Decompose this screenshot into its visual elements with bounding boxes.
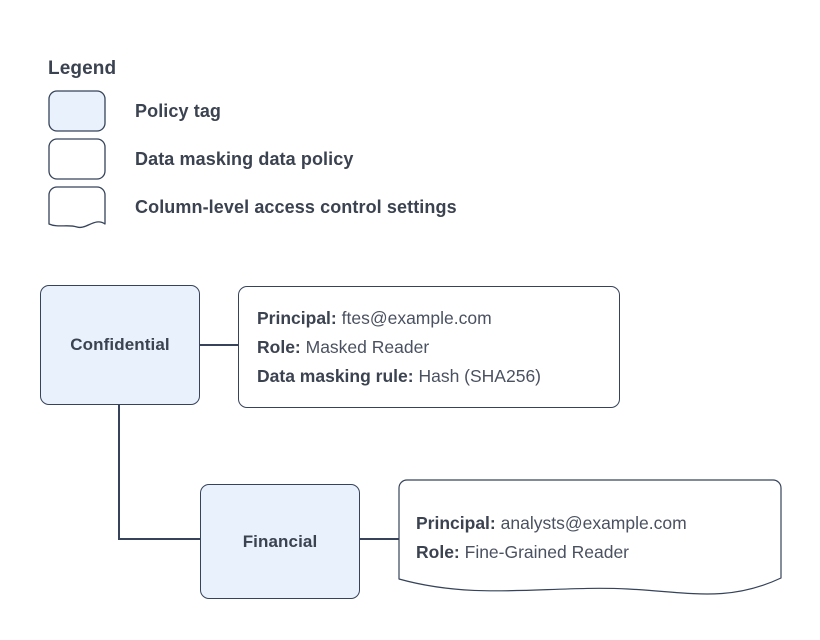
legend: Legend Policy tag Data masking data poli… [48,58,668,234]
panel-value-role: Masked Reader [305,337,430,357]
legend-label-column-access-settings: Column-level access control settings [135,196,457,217]
legend-label-data-masking-policy: Data masking data policy [135,148,354,169]
panel-line-role: Role: Masked Reader [257,333,601,362]
node-confidential[interactable]: Confidential [40,285,200,405]
panel-value-role: Fine-Grained Reader [464,542,630,562]
panel-key-principal: Principal: [257,308,337,328]
panel-key-principal: Principal: [416,513,496,533]
document-shape-icon [398,479,782,595]
node-financial[interactable]: Financial [200,484,360,599]
legend-item-column-access-settings: Column-level access control settings [48,186,668,234]
panel-line-principal: Principal: analysts@example.com [416,509,766,538]
panel-value-principal: ftes@example.com [341,308,492,328]
legend-label-policy-tag: Policy tag [135,100,222,121]
panel-line-masking-rule: Data masking rule: Hash (SHA256) [257,362,601,391]
panel-key-masking-rule: Data masking rule: [257,366,414,386]
connector-confidential-to-financial-horizontal [118,538,201,540]
connector-confidential-to-policy [200,344,239,346]
panel-line-role: Role: Fine-Grained Reader [416,538,766,567]
node-confidential-label: Confidential [70,335,170,354]
node-financial-label: Financial [242,531,318,551]
panel-value-principal: analysts@example.com [500,513,687,533]
panel-line-principal: Principal: ftes@example.com [257,304,601,333]
panel-confidential-policy[interactable]: Principal: ftes@example.com Role: Masked… [238,286,620,408]
legend-item-data-masking-policy: Data masking data policy [48,138,668,186]
connector-confidential-to-financial-vertical [118,405,120,540]
connector-financial-to-access [360,538,399,540]
data-policy-swatch-icon [48,138,106,180]
panel-value-masking-rule: Hash (SHA256) [418,366,542,386]
panel-key-role: Role: [257,337,301,357]
legend-title: Legend [48,58,117,79]
document-swatch-icon [48,186,106,229]
policy-tag-swatch-icon [48,90,106,132]
panel-key-role: Role: [416,542,460,562]
panel-financial-access[interactable]: Principal: analysts@example.com Role: Fi… [398,479,784,604]
legend-item-policy-tag: Policy tag [48,90,668,138]
